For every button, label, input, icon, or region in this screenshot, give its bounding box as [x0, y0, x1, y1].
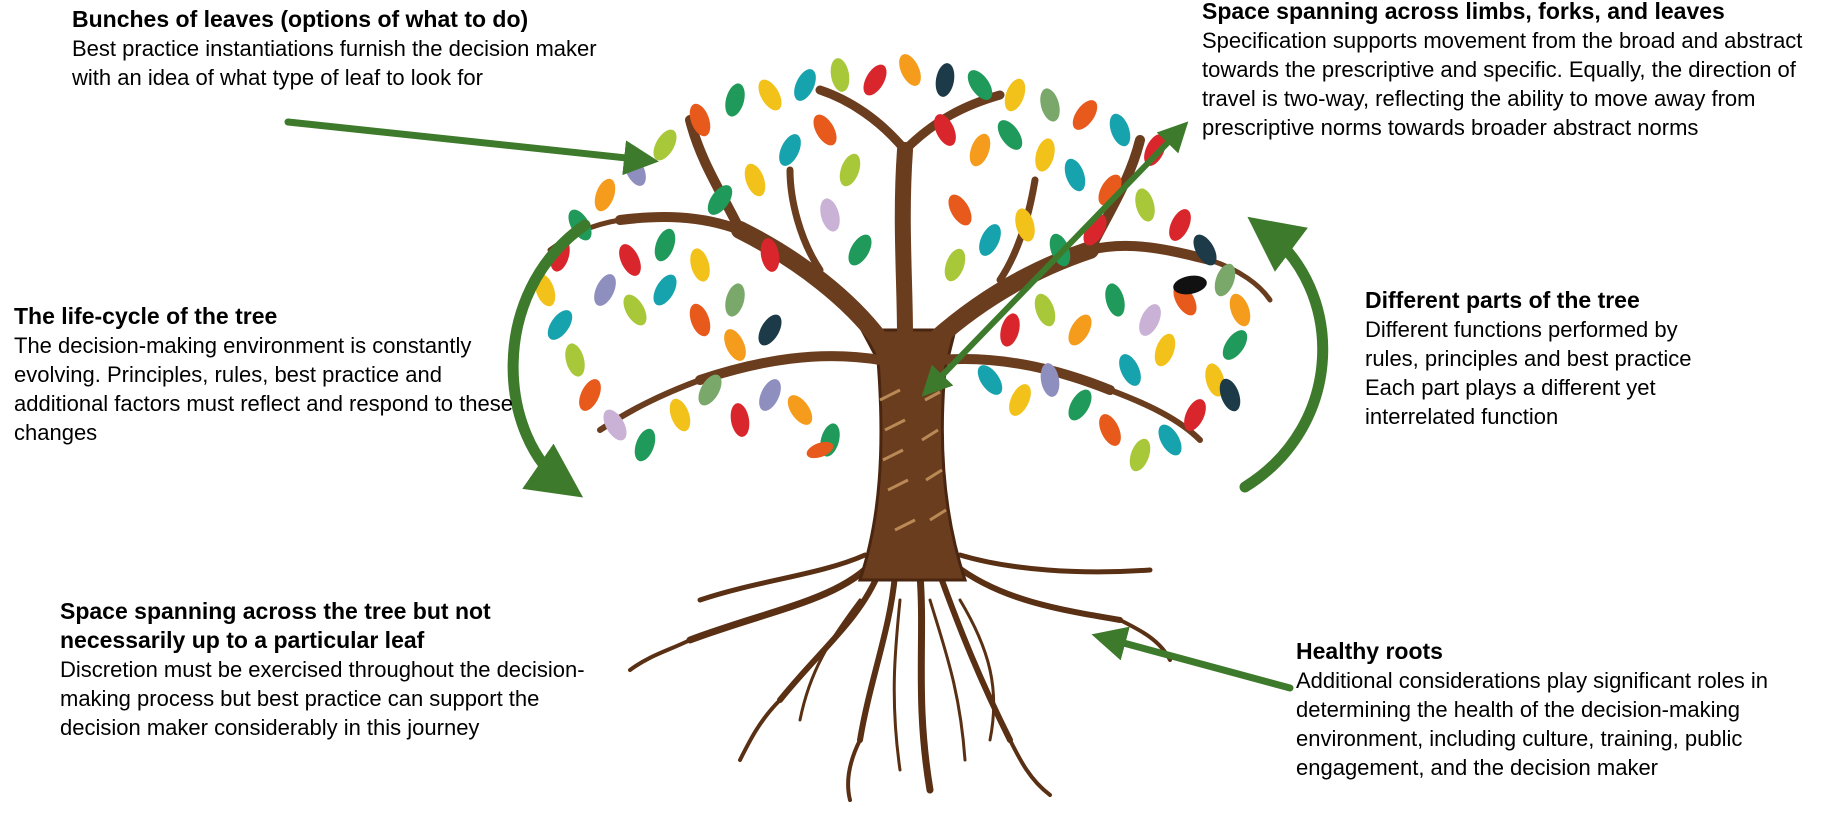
leaves-body: Best practice instantiations furnish the… — [72, 36, 597, 90]
leaves-title: Bunches of leaves (options of what to do… — [72, 6, 529, 32]
arrow-to-leaves — [284, 118, 659, 176]
roots-title: Healthy roots — [1296, 638, 1443, 664]
annotation-space-limbs: Space spanning across limbs, forks, and … — [1202, 0, 1842, 142]
annotation-leaves: Bunches of leaves (options of what to do… — [72, 5, 632, 92]
lifecycle-title: The life-cycle of the tree — [14, 303, 278, 329]
space-limbs-title: Space spanning across limbs, forks, and … — [1202, 0, 1725, 24]
space-tree-body: Discretion must be exercised throughout … — [60, 657, 585, 740]
arrows — [284, 118, 1329, 692]
annotation-lifecycle: The life-cycle of the tree The decision-… — [14, 302, 534, 447]
parts-body-line-3: Each part plays a different yet — [1365, 375, 1656, 400]
annotation-roots: Healthy roots Additional considerations … — [1296, 637, 1826, 782]
arrow-to-roots — [1091, 626, 1294, 692]
lifecycle-body: The decision-making environment is const… — [14, 333, 513, 445]
double-arrow-limbs — [921, 121, 1189, 397]
annotation-space-tree: Space spanning across the tree but not n… — [60, 597, 620, 742]
parts-body-line-1: Different functions performed by — [1365, 317, 1678, 342]
space-tree-title: Space spanning across the tree but not n… — [60, 598, 491, 653]
roots — [628, 552, 1172, 802]
parts-title: Different parts of the tree — [1365, 287, 1640, 313]
space-limbs-body: Specification supports movement from the… — [1202, 28, 1803, 140]
cycle-arrow-left — [507, 219, 591, 498]
parts-body-line-4: interrelated function — [1365, 404, 1559, 429]
annotation-parts: Different parts of the tree Different fu… — [1365, 286, 1825, 431]
roots-body: Additional considerations play significa… — [1296, 668, 1769, 780]
tree-illustration — [534, 54, 1273, 802]
cycle-arrow-right — [1239, 216, 1329, 493]
parts-body-line-2: rules, principles and best practice — [1365, 346, 1692, 371]
